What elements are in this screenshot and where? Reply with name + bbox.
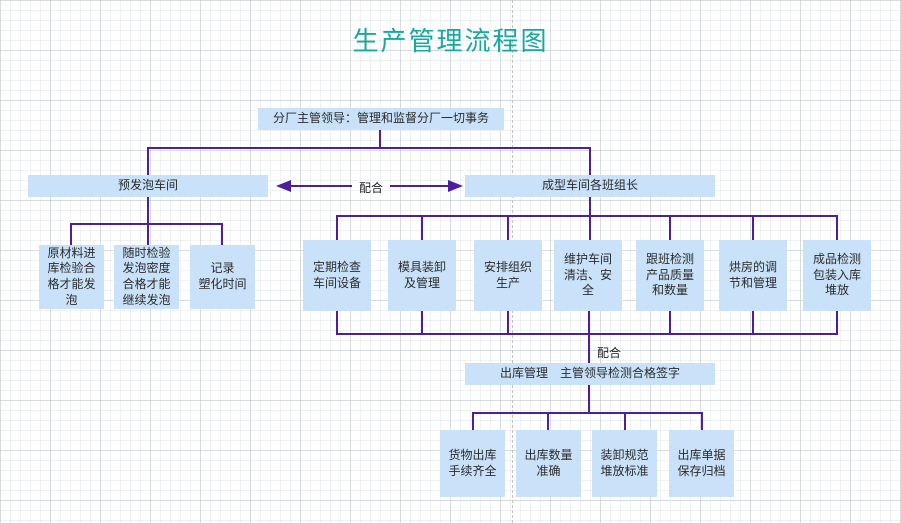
node-organize-production[interactable]: 安排组织 生产 (474, 240, 542, 311)
cooperate-label-bottom: 配合 (597, 346, 622, 360)
arrow-left-head (276, 180, 291, 192)
node-drying-room-management[interactable]: 烘房的调 节和管理 (719, 240, 787, 311)
node-outbound-quantity[interactable]: 出库数量 准确 (516, 430, 581, 497)
node-document-archiving[interactable]: 出库单据 保存归档 (669, 430, 734, 497)
node-record-plasticizing-time[interactable]: 记录 塑化时间 (190, 245, 255, 309)
node-foam-density-check[interactable]: 随时检验 发泡密度 合格才能 继续发泡 (114, 245, 179, 309)
node-loading-standards[interactable]: 装卸规范 堆放标准 (592, 430, 657, 497)
cooperate-label-top: 配合 (358, 181, 383, 195)
node-outbound-management[interactable]: 出库管理 主管领导检测合格签字 (465, 363, 715, 385)
node-molding-workshop[interactable]: 成型车间各班组长 (465, 175, 715, 197)
node-finished-product-storage[interactable]: 成品检测 包装入库 堆放 (803, 240, 871, 311)
page-title: 生产管理流程图 (352, 26, 549, 56)
node-mold-handling[interactable]: 模具装卸 及管理 (388, 240, 456, 311)
node-outbound-procedures[interactable]: 货物出库 手续齐全 (440, 430, 505, 497)
node-workshop-cleaning-safety[interactable]: 维护车间 清洁、安 全 (554, 240, 622, 311)
node-shift-quality-quantity[interactable]: 跟班检测 产品质量 和数量 (636, 240, 704, 311)
node-equipment-inspection[interactable]: 定期检查 车间设备 (303, 240, 371, 311)
node-leader[interactable]: 分厂主管领导：管理和监督分厂一切事务 (258, 108, 504, 130)
node-prefoam-workshop[interactable]: 预发泡车间 (28, 175, 268, 197)
arrow-right-head (448, 180, 463, 192)
node-raw-material-check[interactable]: 原材料进 库检验合 格才能发 泡 (39, 245, 104, 309)
